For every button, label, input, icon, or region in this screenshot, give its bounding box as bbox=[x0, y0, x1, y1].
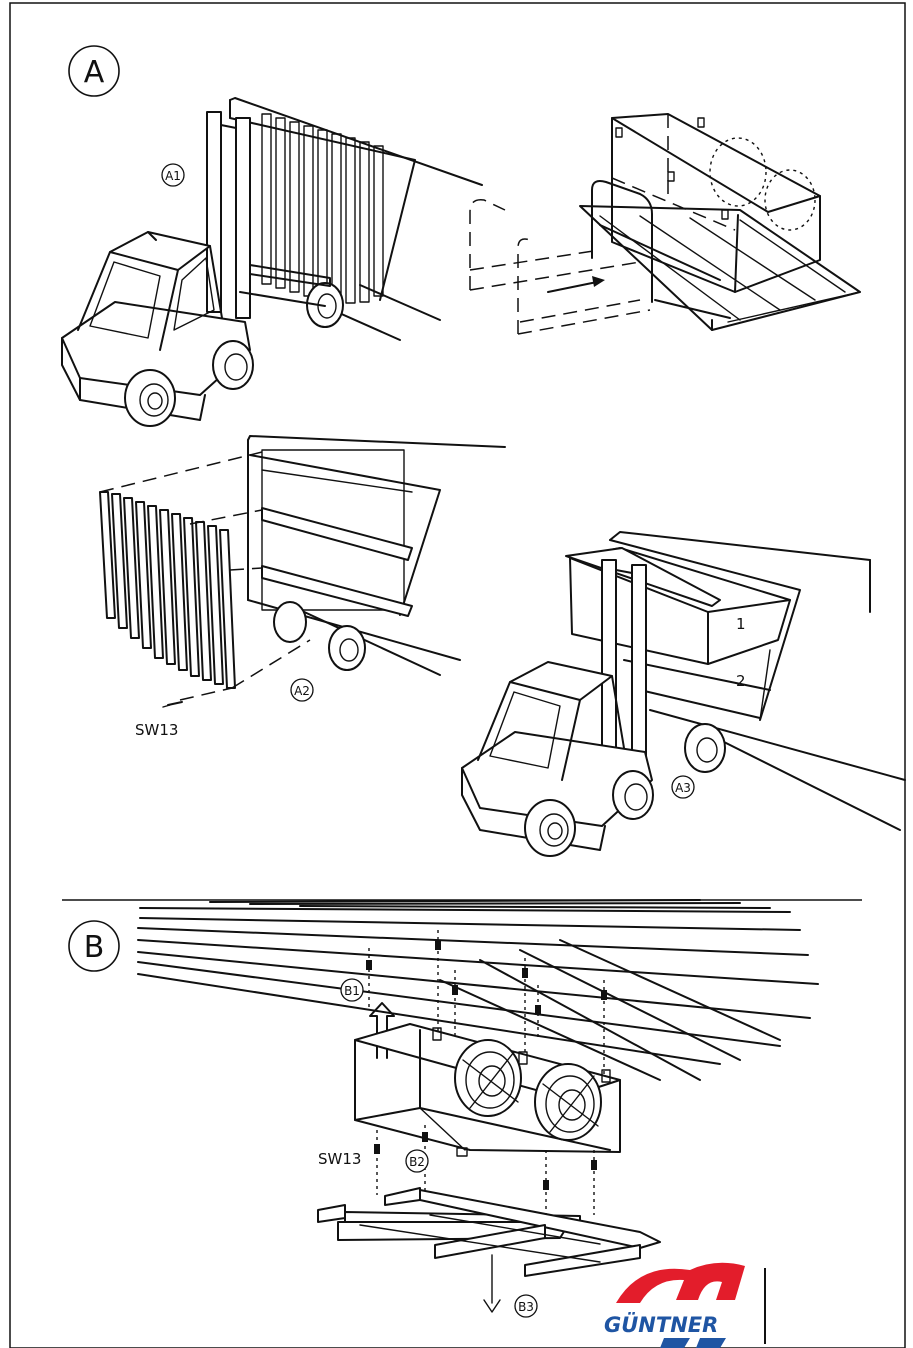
dashed-forklift-ghost bbox=[469, 199, 651, 335]
lift-up-arrow bbox=[369, 1002, 395, 1059]
shelf-label-1: 1 bbox=[736, 615, 746, 633]
step-b3-label: B3 bbox=[518, 1300, 534, 1314]
truck-a1 bbox=[229, 97, 483, 341]
step-a1-badge: A1 bbox=[161, 163, 185, 187]
truck-a3 bbox=[609, 531, 906, 831]
step-b3-badge: B3 bbox=[514, 1294, 538, 1318]
tool-label-sw13-a: SW13 bbox=[135, 721, 178, 739]
transport-pallet bbox=[317, 1187, 661, 1277]
forklift-a3 bbox=[461, 559, 654, 857]
step-a3-label: A3 bbox=[675, 781, 691, 795]
guntner-logo: GÜNTNER bbox=[604, 1262, 766, 1348]
section-b-badge: B bbox=[68, 920, 120, 972]
tool-label-sw13-b: SW13 bbox=[318, 1150, 361, 1168]
truck-a2 bbox=[247, 435, 506, 676]
air-cooler-unit bbox=[354, 1023, 621, 1157]
section-b-letter: B bbox=[84, 930, 105, 965]
forklift-a1 bbox=[61, 111, 331, 427]
logo-wordmark: GÜNTNER bbox=[604, 1312, 718, 1337]
support-bolts bbox=[374, 1125, 597, 1215]
step-b1-label: B1 bbox=[344, 984, 360, 998]
slat-removal-guides bbox=[99, 451, 311, 701]
rod-nuts bbox=[366, 940, 607, 1015]
slat-panel bbox=[99, 491, 236, 689]
fan-guard-1-icon bbox=[454, 1039, 522, 1117]
section-a-badge: A bbox=[68, 45, 120, 97]
step-a2-label: A2 bbox=[294, 684, 310, 698]
step-b1-badge: B1 bbox=[340, 978, 364, 1002]
step-a1-label: A1 bbox=[165, 169, 181, 183]
shelf-label-2: 2 bbox=[736, 672, 746, 690]
step-a2-badge: A2 bbox=[290, 678, 314, 702]
page-border bbox=[9, 2, 906, 1348]
step-b2-label: B2 bbox=[409, 1155, 425, 1169]
direction-arrow bbox=[547, 276, 605, 293]
step-b2-badge: B2 bbox=[405, 1149, 429, 1173]
ceiling-beams bbox=[137, 899, 819, 1081]
screw-icon bbox=[162, 701, 183, 708]
lower-down-arrow bbox=[483, 1254, 501, 1313]
section-a-letter: A bbox=[84, 55, 105, 90]
fan-guard-2-icon bbox=[534, 1063, 602, 1141]
crated-unit bbox=[579, 113, 861, 331]
stored-unit-2 bbox=[623, 649, 771, 721]
stored-unit-1 bbox=[565, 547, 791, 665]
step-a3-badge: A3 bbox=[671, 775, 695, 799]
